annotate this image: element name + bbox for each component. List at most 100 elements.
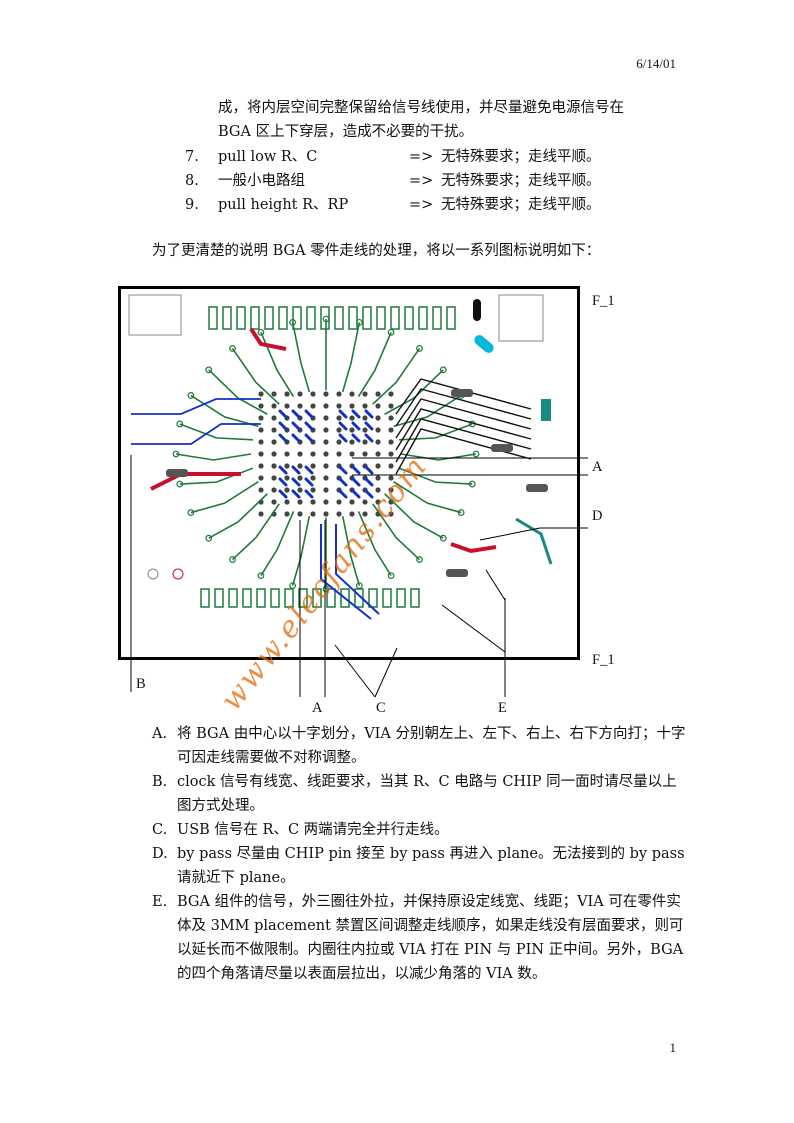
note-letter: E. <box>152 894 168 910</box>
bga-ball <box>258 439 264 445</box>
trace-via <box>205 534 213 542</box>
note-letter: A. <box>152 726 168 742</box>
clock-trace <box>150 472 241 491</box>
bga-ball <box>362 451 368 457</box>
fanout-trace <box>208 493 268 539</box>
note-text: BGA 组件的信号，外三圈往外拉，并保持原设定线宽、线距；VIA 可在零件实体及… <box>177 894 684 982</box>
bga-ball <box>388 403 394 409</box>
via-dogbone <box>291 409 301 419</box>
trace-via <box>416 345 423 352</box>
connector-pad <box>200 588 210 608</box>
component-pad <box>451 389 473 397</box>
bga-ball <box>323 427 329 433</box>
component-outline <box>128 294 182 336</box>
fanout-trace <box>231 347 280 405</box>
connector-pad <box>242 588 252 608</box>
connector-pad <box>292 306 302 330</box>
mounting-hole <box>147 568 159 580</box>
bga-ball <box>362 403 368 409</box>
bga-ball <box>323 403 329 409</box>
connector-pad <box>236 306 246 330</box>
signal-trace <box>395 378 532 415</box>
bga-ball <box>362 391 368 397</box>
via-dogbone <box>304 421 314 431</box>
bga-ball <box>284 487 290 493</box>
bga-ball <box>375 499 381 505</box>
fanout-trace <box>190 394 259 428</box>
mounting-hole <box>172 568 184 580</box>
bga-ball <box>284 511 290 517</box>
bga-ball <box>271 499 277 505</box>
via-dogbone <box>291 421 301 431</box>
connector-pad <box>228 588 238 608</box>
connector-pad <box>306 306 316 330</box>
fanout-trace <box>384 493 444 539</box>
bga-ball <box>349 451 355 457</box>
bga-ball <box>258 487 264 493</box>
connector-pad <box>376 306 386 330</box>
bga-ball <box>258 511 264 517</box>
fanout-trace <box>400 453 477 461</box>
bga-ball <box>362 427 368 433</box>
bga-ball <box>388 427 394 433</box>
connector-pad <box>396 588 406 608</box>
fanout-trace <box>341 322 361 393</box>
trace-via <box>257 328 265 336</box>
bga-ball <box>388 451 394 457</box>
bga-ball <box>323 499 329 505</box>
fanout-trace <box>398 467 473 485</box>
trace-via <box>187 392 195 399</box>
via-dogbone <box>304 465 314 475</box>
bga-ball <box>284 499 290 505</box>
connector-pad <box>264 306 274 330</box>
bga-ball <box>388 463 394 469</box>
bypass-trace <box>515 517 553 565</box>
note-text: by pass 尽量由 CHIP pin 接至 by pass 再进入 plan… <box>177 846 685 886</box>
fanout-trace <box>399 423 473 441</box>
bga-ball <box>388 439 394 445</box>
bga-ball <box>336 427 342 433</box>
bga-ball <box>323 475 329 481</box>
signal-trace <box>395 408 532 451</box>
bga-ball <box>271 391 277 397</box>
bga-ball <box>271 451 277 457</box>
continuation-line-1: 成，将内层空间完整保留给信号线使用，并尽量避免电源信号在 <box>218 100 624 116</box>
fanout-trace <box>179 467 254 485</box>
bga-ball <box>258 403 264 409</box>
signal-trace <box>395 418 532 463</box>
bga-ball <box>310 499 316 505</box>
note-letter: B. <box>152 774 168 790</box>
trace-via <box>176 420 184 428</box>
connector-pad <box>278 306 288 330</box>
bga-ball <box>323 511 329 517</box>
bga-ball <box>310 391 316 397</box>
bga-ball <box>349 499 355 505</box>
trace-via <box>387 572 395 580</box>
via-dogbone <box>304 433 314 443</box>
bga-ball <box>297 451 303 457</box>
connector-pad <box>418 306 428 330</box>
trace-via <box>257 572 265 580</box>
connector-pad <box>382 588 392 608</box>
bga-ball <box>310 451 316 457</box>
bga-ball <box>323 391 329 397</box>
connector-pad <box>312 588 322 608</box>
via-dogbone <box>351 421 361 431</box>
page-date: 6/14/01 <box>636 56 676 71</box>
bga-ball <box>297 511 303 517</box>
fanout-trace <box>291 515 311 586</box>
trace-via <box>468 480 476 488</box>
note-letter: D. <box>152 846 168 862</box>
bga-ball <box>258 451 264 457</box>
bga-ball <box>258 463 264 469</box>
connector-pad <box>390 306 400 330</box>
fanout-trace <box>260 332 295 397</box>
bga-ball <box>375 391 381 397</box>
bga-ball <box>271 475 277 481</box>
via-dogbone <box>338 433 348 443</box>
list-item-name: pull height R、RP <box>218 197 349 213</box>
bga-layout-figure <box>118 286 580 660</box>
connector-pad <box>348 306 358 330</box>
list-item-arrow: => <box>409 197 434 213</box>
fanout-trace <box>175 453 252 461</box>
